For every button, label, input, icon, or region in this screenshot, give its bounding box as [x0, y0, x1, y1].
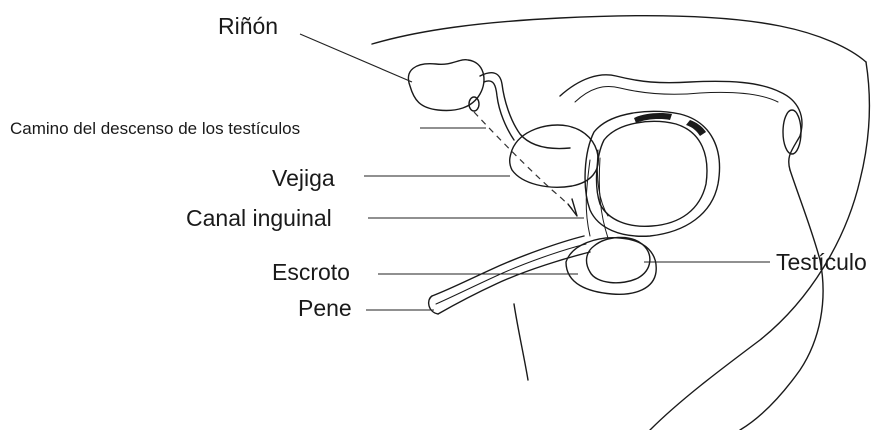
label-testiculo: Testículo: [776, 249, 867, 275]
thigh-contour: [650, 62, 869, 430]
descent-path: [474, 112, 576, 214]
pelvic-loop-inner: [597, 121, 707, 226]
dark-band-2: [686, 120, 706, 136]
penis-upper: [432, 236, 584, 296]
label-rinon: Riñón: [218, 13, 278, 39]
labels: Riñón Camino del descenso de los testícu…: [10, 13, 867, 321]
lower-abdomen: [514, 304, 528, 380]
sacrum-oval: [783, 110, 801, 154]
body-top-contour: [372, 16, 866, 62]
vessel-line-2: [484, 81, 514, 140]
descent-arrowhead: [568, 199, 577, 216]
spine-ridge-inner: [575, 87, 778, 102]
canal-strand-1: [586, 160, 590, 236]
illustration: [372, 16, 869, 430]
label-escroto: Escroto: [272, 259, 350, 285]
label-camino: Camino del descenso de los testículos: [10, 119, 300, 138]
label-canal: Canal inguinal: [186, 205, 332, 231]
testicle-shape: [587, 237, 650, 282]
hip-contour: [740, 170, 823, 430]
label-pene: Pene: [298, 295, 352, 321]
kidney-shape: [408, 60, 484, 111]
penis-tip: [429, 296, 438, 314]
leader-rinon: [300, 34, 412, 82]
label-vejiga: Vejiga: [272, 165, 335, 191]
